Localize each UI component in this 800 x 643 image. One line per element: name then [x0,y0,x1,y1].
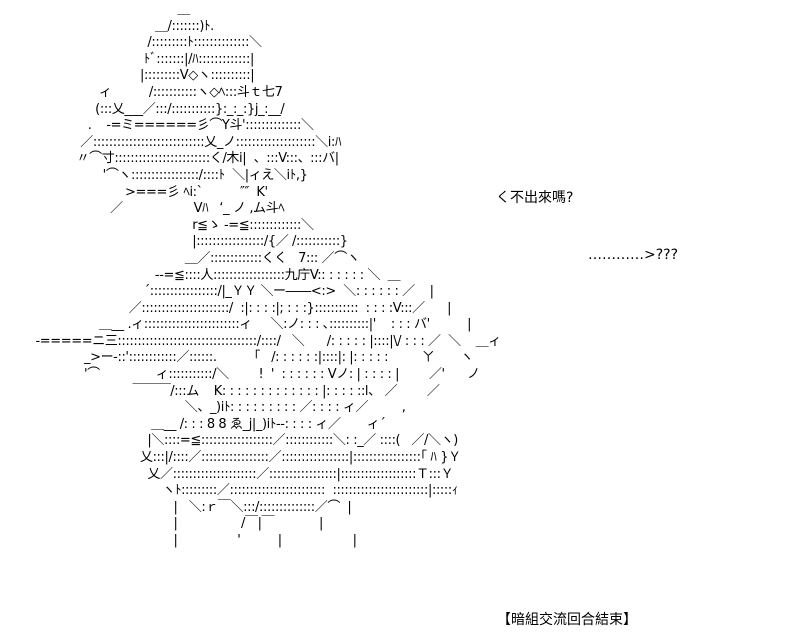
ascii-art-line: ‐-=≦::::人::::::::::::::::::九庁V:: : : : :… [28,267,401,283]
ascii-art-line: ／ Vﾊ ‘_ ノ ,ム斗ﾍ [28,201,285,217]
ascii-art-line: ／::::::::::::::::::::::::::::乂_ノ::::::::… [28,134,342,150]
ascii-art-line: ィ /:::::::::::ヽ◇ﾍ:::斗ｔ七7 [28,84,283,100]
ascii-art-line: r≦ゝ ‐=≦:::::::::::::＼ [28,217,314,233]
ascii-art-line: 乂／:::::::::::::::::::::／::::::::::::::::… [28,466,454,482]
ascii-art-line: ／::::::::::::::::::::::/ :|: : : :|; : :… [28,300,452,316]
ascii-art-line: ＿/:::::::)ﾄ. [28,18,214,34]
ascii-art-line: ＿__ .ィ::::::::::::::::::::::::ィ ＼:ノ: : :… [28,317,472,333]
ascii-art-line: _>ー-::'::::::::::::／::::::. ｢ /: : : : :… [28,350,474,366]
ascii-art-line: . ‐=ミ======彡⌒Y斗'::::::::::::::＼ [28,118,314,134]
trailing-dots-caption: …………>??? [588,247,679,263]
ascii-art-line: ＿ [28,2,190,17]
ascii-art-line: (:::乂___／:::/:::::::::::}:_:_:}j_:__/ [28,101,285,117]
ascii-art-line: /:::::::::ﾄ::::::::::::::＼ [28,35,262,51]
ascii-art-line: |＼::::=≦::::::::::::::::::／::::::::::::＼… [28,433,458,449]
round-end-caption: 【暗組交流回合結束】 [497,612,637,628]
ascii-art-line: ＿／:::::::::::::くく 7::: ／⌒ヽ [28,250,360,266]
ascii-art-figure: ＿ ＿/:::::::)ﾄ. /:::::::::ﾄ::::::::::::::… [28,2,501,550]
speech-caption: く不出來嗎? [496,190,574,206]
ascii-art-line: 〃⌒寸::::::::::::::::::::::::く/木i| 、:::V::… [28,151,340,167]
ascii-art-line: ＿__ /: : : 8 8 ゑ_j|_)iﾄ‐‐: : : : ィ／ ィ´ [28,416,386,432]
ascii-art-line: | /￣|￣ | [28,516,324,532]
ascii-art-line: ‐=====ニ三::::::::::::::::::::::::::::::::… [28,333,501,349]
ascii-art-line: |:::::::::::::::::/{／ /:::::::::::} [28,234,348,250]
ascii-art-line: ´:::::::::::::::::/|_ＹＹ ＼ー――<:> ＼: : : :… [28,284,434,300]
ascii-art-line: | ' | | [28,533,357,548]
ascii-art-line: ￣￣￣/:::ム K: : : : : : : : : : : : : |: :… [28,383,440,399]
ascii-art-line: ﾄﾞ:::::::|/ﾊ:::::::::::::| [28,51,255,67]
ascii-art-line: '⌒ ィ:::::::::::/＼ ! ' : : : : : : Vノ: | … [28,367,480,383]
ascii-art-line: ＼、_)iﾄ: : : : : : : : : ／: : : : ィ／ , [28,400,406,416]
ascii-art-line: ヽﾄ:::::::::／:::::::::::::::::::::::: :::… [28,483,458,499]
ascii-art-line: >===彡 ﾍi:` ″″ K' [28,184,268,200]
ascii-art-line: '⌒ヽ:::::::::::::::::/::::ﾄ ＼|ィえ＼iﾄ,} [28,167,308,183]
ascii-art-line: |:::::::::V◇ヽ::::::::::| [28,68,255,84]
ascii-art-line: 乂:::|/::::／:::::::::::::::::／:::::::::::… [28,450,461,466]
ascii-art-line: | ＼:ｒ￣＼:::/::::::::::::::／⌒ | [28,499,352,515]
